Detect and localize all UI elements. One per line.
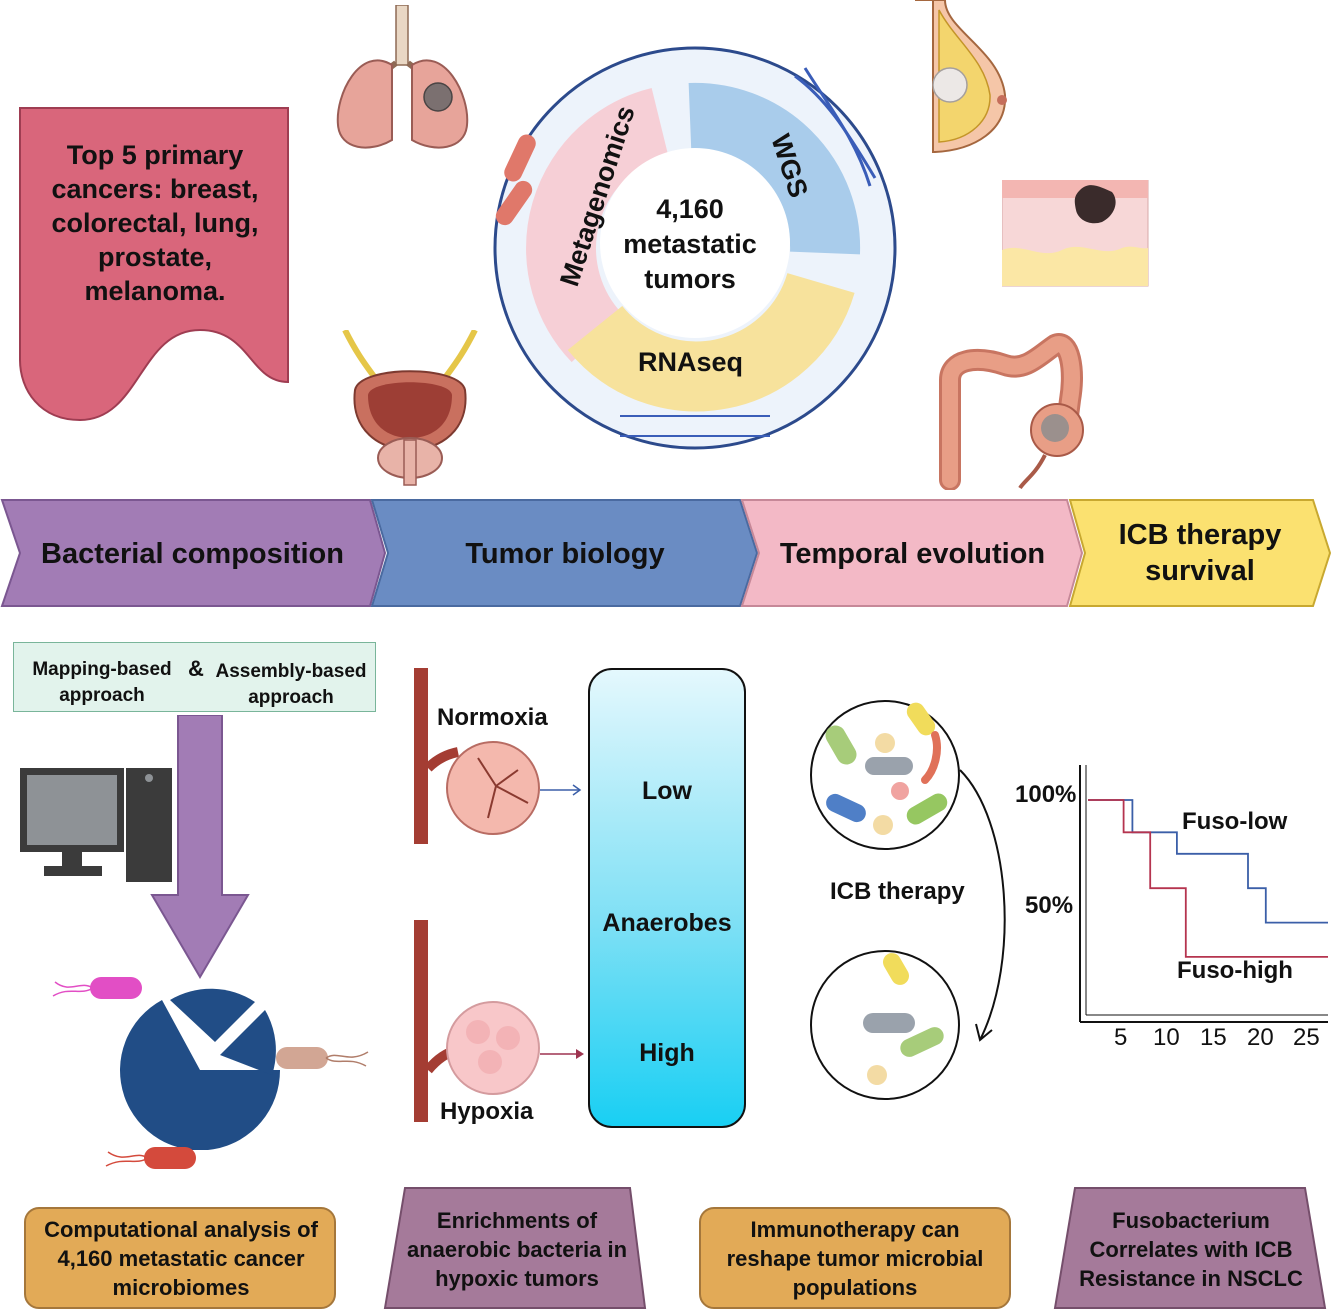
melanoma-skin-icon bbox=[1002, 180, 1149, 287]
km-series-fuso-low bbox=[1088, 799, 1328, 924]
prostate-icon bbox=[342, 330, 478, 486]
km-series-fuso-high bbox=[1088, 799, 1328, 958]
breast-icon bbox=[915, 0, 1007, 153]
km-x-tick-20: 20 bbox=[1247, 1024, 1274, 1051]
cancer-list-text: Top 5 primary cancers: breast, colorecta… bbox=[51, 140, 259, 306]
km-x-tick-10: 10 bbox=[1153, 1024, 1180, 1051]
bottom-box-shapes bbox=[24, 1187, 1327, 1309]
km-x-tick-15: 15 bbox=[1200, 1024, 1227, 1051]
rnaseq-label: RNAseq bbox=[638, 347, 743, 377]
banner-arrows bbox=[0, 499, 1332, 607]
ring-center-line-3: tumors bbox=[644, 264, 736, 294]
bottom-box-fusobacterium: Fusobacterium Correlates with ICB Resist… bbox=[1079, 1207, 1303, 1291]
banner-tumor-biology: Tumor biology bbox=[465, 537, 665, 570]
anaerobe-gradient-column bbox=[588, 668, 746, 1128]
km-x-tick-25: 25 bbox=[1293, 1024, 1320, 1051]
banner-bacterial-composition: Bacterial composition bbox=[41, 537, 344, 570]
column-low-label: Low bbox=[642, 777, 692, 805]
km-legend-fuso-high: Fuso-high bbox=[1177, 957, 1293, 984]
assembly-approach-label: Assembly-based approach bbox=[215, 661, 367, 708]
curved-arrow-icon bbox=[959, 769, 1006, 1042]
pie-chart-icon bbox=[120, 988, 281, 1150]
microbiome-before-icon bbox=[810, 700, 960, 850]
microbiome-after-icon bbox=[810, 950, 960, 1100]
bacterium-red-icon bbox=[105, 1147, 196, 1169]
survival-chart bbox=[1079, 765, 1328, 1023]
banner-temporal-evolution: Temporal evolution bbox=[779, 537, 1046, 570]
wgs-segment bbox=[688, 82, 861, 255]
km-y-tick-100: 100% bbox=[1015, 781, 1077, 808]
normoxia-label: Normoxia bbox=[437, 704, 548, 731]
banner-icb-therapy-survival: ICB therapy survival bbox=[1118, 519, 1282, 587]
bacterium-magenta-icon bbox=[52, 977, 142, 999]
sequencing-ring: Metagenomics WGS RNAseq bbox=[493, 46, 897, 450]
blood-vessel-icon-top bbox=[414, 668, 582, 844]
bottom-box-immunotherapy: Immunotherapy can reshape tumor microbia… bbox=[726, 1216, 984, 1300]
mapping-approach-label: Mapping-based approach bbox=[32, 659, 172, 706]
icb-therapy-label: ICB therapy bbox=[830, 878, 965, 905]
bottom-box-computational-analysis: Computational analysis of 4,160 metastat… bbox=[44, 1216, 318, 1300]
ampersand-label: & bbox=[188, 656, 204, 681]
bacterium-tan-icon bbox=[276, 1047, 369, 1069]
ring-center-line-2: metastatic bbox=[623, 229, 757, 259]
cancer-list-flag bbox=[19, 107, 289, 422]
blood-vessel-icon-bottom bbox=[414, 920, 584, 1122]
approach-box bbox=[13, 642, 376, 712]
down-arrow-icon bbox=[150, 715, 250, 979]
metagenomics-segment bbox=[526, 88, 670, 363]
rnaseq-segment bbox=[567, 272, 855, 412]
km-legend-fuso-low: Fuso-low bbox=[1182, 808, 1288, 835]
column-high-label: High bbox=[639, 1039, 695, 1067]
km-y-tick-50: 50% bbox=[1025, 892, 1074, 919]
bottom-box-anaerobic-enrichment: Enrichments of anaerobic bacteria in hyp… bbox=[406, 1207, 628, 1291]
hypoxia-label: Hypoxia bbox=[440, 1098, 534, 1125]
computer-icon bbox=[20, 768, 172, 882]
km-x-tick-5: 5 bbox=[1114, 1024, 1128, 1051]
ring-center-line-1: 4,160 bbox=[656, 194, 724, 224]
column-anaerobes-label: Anaerobes bbox=[602, 909, 732, 937]
colon-icon bbox=[939, 333, 1084, 490]
lung-icon bbox=[336, 5, 469, 149]
